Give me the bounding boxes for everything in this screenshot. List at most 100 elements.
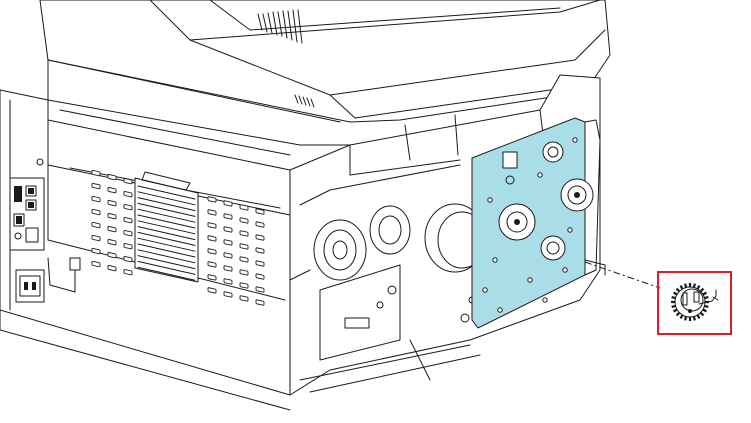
vent-slot [207, 287, 217, 294]
grille-slat [137, 185, 196, 200]
panel-hole [527, 277, 533, 283]
leader-line [584, 261, 661, 289]
power-socket [15, 269, 45, 303]
gear-tooth [679, 314, 684, 320]
gear-tooth [671, 296, 676, 300]
vent-slot [255, 208, 265, 215]
vent-slot [91, 260, 101, 268]
vent-slot [207, 209, 217, 216]
gear-tooth [702, 291, 708, 296]
panel-hole [562, 267, 568, 273]
gear-tooth [699, 311, 705, 317]
grille-slat [137, 260, 196, 275]
panel-hole [572, 137, 578, 143]
vent-slot [207, 222, 217, 229]
vent-slot [91, 221, 101, 229]
gear-tooth [692, 316, 696, 321]
vent-slot [223, 200, 233, 207]
vent-slot [91, 208, 101, 216]
grille-slat [137, 220, 196, 235]
grille-slat [137, 191, 196, 206]
printer-body [0, 0, 611, 411]
panel-hole [542, 297, 548, 303]
gear-tooth [675, 311, 681, 317]
gear-tooth [699, 287, 705, 293]
vent-slot [255, 273, 265, 280]
vent-slot [255, 247, 265, 254]
gear-tooth [672, 291, 678, 296]
gear-tooth [684, 283, 688, 288]
side-vent-grid [91, 169, 265, 306]
vent-slot [123, 256, 133, 263]
vent-slot [107, 226, 117, 233]
gear-tooth [704, 296, 709, 300]
vent-slot [255, 221, 265, 228]
gear-tooth [684, 316, 688, 321]
drive-side-plate [471, 117, 606, 329]
vent-slot [123, 243, 133, 250]
vent-slot [223, 278, 233, 285]
panel-gear-top [502, 141, 564, 185]
vent-slot [223, 265, 233, 272]
vent-slot [207, 261, 217, 268]
gear-tooth [702, 308, 708, 313]
vent-slot [123, 217, 133, 224]
grille-slat [137, 237, 196, 252]
gear-tooth [692, 283, 696, 288]
vent-slot [255, 234, 265, 241]
vent-slot [239, 282, 249, 289]
grille-slat [137, 226, 196, 241]
panel-hole [482, 287, 488, 293]
vent-slot [239, 256, 249, 263]
adf-grille [257, 9, 303, 44]
vent-slot [239, 217, 249, 224]
side-vent [294, 94, 315, 108]
vent-slot [107, 252, 117, 259]
gear-tooth [696, 284, 701, 290]
gear-left [313, 219, 367, 281]
grille-slat [137, 266, 196, 281]
vent-slot [207, 235, 217, 242]
vent-slot [91, 234, 101, 242]
vent-slot [123, 204, 133, 211]
vent-slot [207, 274, 217, 281]
vent-slot [123, 230, 133, 237]
gear-tooth [671, 304, 676, 308]
panel-gear-right [560, 178, 594, 212]
gear-tooth [679, 284, 684, 290]
vent-slot [107, 200, 117, 207]
gear-roller [369, 205, 411, 255]
scanner-unit [39, 0, 611, 123]
vent-slot [207, 248, 217, 255]
grille-slat [137, 208, 196, 223]
panel-gear-mid [498, 203, 536, 241]
vent-slot [239, 243, 249, 250]
grille-slat [137, 231, 196, 246]
vent-slot [223, 252, 233, 259]
vent-slot [123, 191, 133, 198]
vent-slot [107, 187, 117, 194]
vent-slot [107, 174, 117, 181]
grille-slat [137, 249, 196, 264]
gear-assembly-part [657, 271, 732, 335]
gear-tooth [696, 314, 701, 320]
vent-slot [223, 226, 233, 233]
gear-tooth [704, 304, 709, 308]
grille-slat [137, 197, 196, 212]
vent-slot [223, 291, 233, 298]
vent-slot [91, 247, 101, 255]
panel-hole [497, 307, 503, 313]
panel-hole [537, 172, 543, 178]
vent-slot [239, 204, 249, 211]
connector-panel [9, 177, 45, 251]
panel-gear-low [540, 235, 566, 261]
vent-slot [123, 178, 133, 185]
vent-slot [223, 239, 233, 246]
vent-slot [107, 265, 117, 272]
vent-slot [239, 269, 249, 276]
grille-slat [137, 255, 196, 270]
vent-slot [239, 295, 249, 302]
grille-slat [137, 202, 196, 217]
vent-slot [123, 269, 133, 276]
grille-slat [137, 243, 196, 258]
